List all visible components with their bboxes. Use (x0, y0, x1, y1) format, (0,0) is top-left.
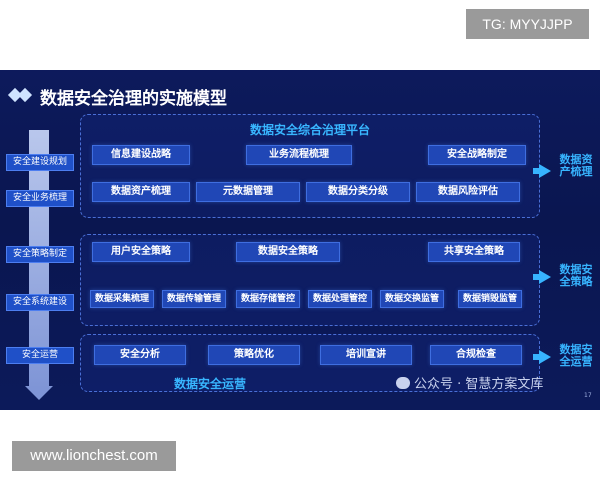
box-analysis: 安全分析 (94, 345, 186, 365)
platform-title: 数据安全综合治理平台 (249, 123, 370, 137)
side-label-ops: 数据安全运营 (559, 343, 593, 368)
box-business-process: 业务流程梳理 (246, 145, 352, 165)
box-compliance: 合规检查 (430, 345, 522, 365)
box-data-policy: 数据安全策略 (236, 242, 340, 262)
side-label-assets: 数据资产梳理 (559, 153, 593, 178)
box-processing: 数据处理管控 (308, 290, 372, 308)
step-3: 安全策略制定 (6, 246, 74, 263)
side-arrow-head-3 (539, 350, 551, 364)
step-2: 安全业务梳理 (6, 190, 74, 207)
side-label-policy: 数据安全策略 (559, 263, 593, 288)
top-watermark-tag: TG: MYYJJPP (466, 9, 589, 39)
side-arrow-head-2 (539, 270, 551, 284)
wechat-icon (396, 377, 410, 389)
side-arrow-1 (533, 168, 541, 174)
step-5: 安全运营 (6, 347, 74, 364)
side-arrow-3 (533, 354, 541, 360)
box-metadata: 元数据管理 (196, 182, 300, 202)
box-info-strategy: 信息建设战略 (92, 145, 190, 165)
step-4: 安全系统建设 (6, 294, 74, 311)
side-arrow-2 (533, 274, 541, 280)
box-transmission: 数据传输管理 (162, 290, 226, 308)
box-destruction: 数据销毁监管 (458, 290, 522, 308)
diamond-icon (7, 87, 34, 103)
box-risk-assessment: 数据风险评估 (416, 182, 520, 202)
watermark: 公众号 · 智慧方案文库 (396, 373, 543, 392)
slide: 数据安全治理的实施模型 安全建设规划 安全业务梳理 安全策略制定 安全系统建设 … (0, 70, 600, 410)
step-1: 安全建设规划 (6, 154, 74, 171)
box-share-policy: 共享安全策略 (428, 242, 520, 262)
box-training: 培训宣讲 (320, 345, 412, 365)
box-user-policy: 用户安全策略 (92, 242, 190, 262)
ops-title: 数据安全运营 (173, 377, 246, 391)
side-arrow-head-1 (539, 164, 551, 178)
box-exchange: 数据交换监管 (380, 290, 444, 308)
watermark-text: 公众号 · 智慧方案文库 (414, 377, 544, 392)
page-number: 17 (584, 392, 592, 399)
box-security-strategy: 安全战略制定 (428, 145, 526, 165)
process-arrow-head (25, 386, 53, 400)
box-asset-sorting: 数据资产梳理 (92, 182, 190, 202)
box-classification: 数据分类分级 (306, 182, 410, 202)
bottom-watermark-tag: www.lionchest.com (12, 441, 176, 471)
box-storage: 数据存储管控 (236, 290, 300, 308)
box-optimization: 策略优化 (208, 345, 300, 365)
box-collection: 数据采集梳理 (90, 290, 154, 308)
slide-title: 数据安全治理的实施模型 (40, 89, 227, 109)
